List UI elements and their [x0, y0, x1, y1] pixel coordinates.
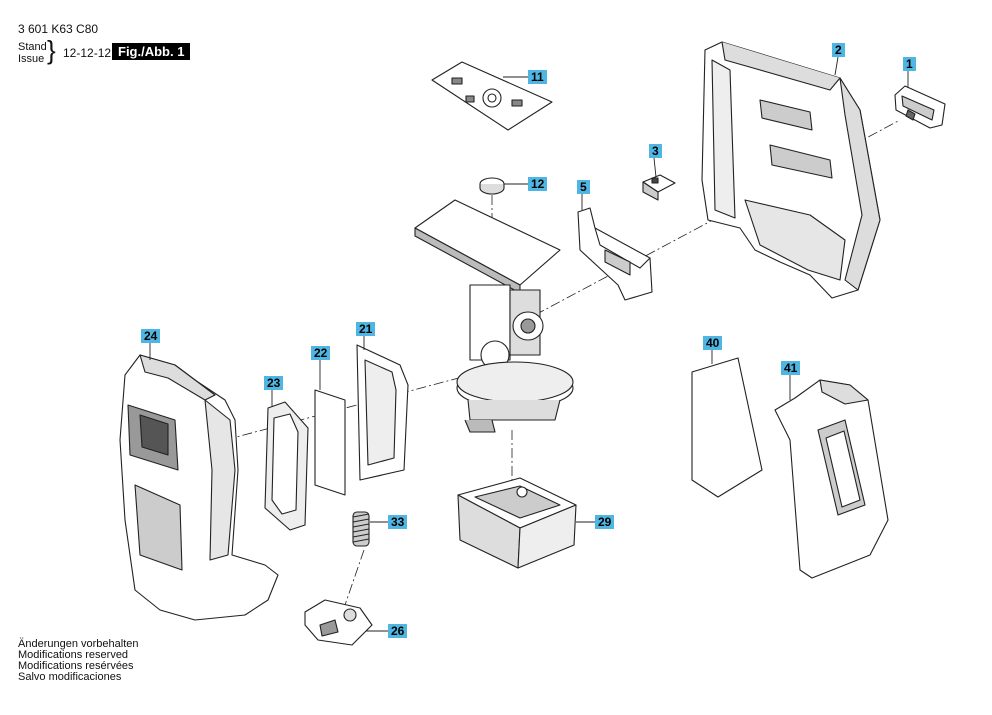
- keypad-foil-symbol-2: [511, 99, 523, 107]
- spring-coil-3: [352, 523, 370, 528]
- switch-drawing: [642, 174, 676, 201]
- part-label-2[interactable]: 2: [832, 43, 845, 57]
- part-label-29[interactable]: 29: [595, 515, 615, 529]
- part-label-21[interactable]: 21: [356, 322, 376, 336]
- battery-latch-outline: [304, 599, 373, 646]
- rubber-cap-recess: [901, 95, 935, 121]
- base-frame-post: [516, 486, 528, 498]
- rear-housing-rim: [721, 41, 841, 91]
- rear-housing-wall: [711, 59, 736, 219]
- leader-lines: [149, 56, 909, 632]
- spring-coil-4: [352, 528, 370, 533]
- label-sheet-drawing: [691, 357, 763, 498]
- rubber-cap-drawing: [894, 85, 946, 129]
- keypad-foil-symbol-3: [465, 95, 475, 103]
- base-frame-right: [517, 504, 577, 569]
- button-cell-drawing: [479, 177, 505, 195]
- spring-coils: [352, 513, 370, 543]
- rear-housing-side: [839, 77, 881, 291]
- part-label-5[interactable]: 5: [577, 180, 590, 194]
- issue-date: 12-12-12: [63, 46, 112, 60]
- battery-latch-knob: [343, 608, 357, 622]
- axis-line-lower: [224, 374, 471, 441]
- keypad-foil-drawing: [431, 61, 553, 131]
- part-label-1[interactable]: 1: [903, 57, 916, 71]
- axis-line-spring: [344, 549, 365, 606]
- part-label-24[interactable]: 24: [141, 329, 161, 343]
- contact-holder-window: [604, 249, 631, 276]
- part-label-22[interactable]: 22: [311, 346, 331, 360]
- brace-glyph: }: [47, 35, 56, 65]
- base-frame-drawing: [457, 477, 577, 569]
- note-english: Modifications reserved: [18, 649, 129, 661]
- contact-holder-inner: [594, 227, 651, 269]
- rubber-cap-stem: [905, 109, 916, 121]
- keypad-foil-symbol-1: [451, 77, 463, 85]
- part-label-11[interactable]: 11: [528, 70, 547, 84]
- note-spanish: Salvo modificaciones: [18, 671, 122, 683]
- note-german: Änderungen vorbehalten: [18, 638, 139, 650]
- laser-module-foot: [464, 419, 496, 433]
- switch-slider: [651, 177, 659, 184]
- battery-latch-tab: [319, 619, 339, 637]
- part-label-40[interactable]: 40: [703, 336, 723, 350]
- battery-cover-drawing: [774, 379, 889, 579]
- front-housing-drawing: [119, 354, 279, 621]
- glass-pane-outline: [314, 389, 346, 496]
- part-label-41[interactable]: 41: [781, 361, 801, 375]
- switch-front: [642, 181, 659, 201]
- button-cell-side: [479, 184, 505, 195]
- rear-housing-floor: [744, 199, 846, 281]
- spring-coil-1: [352, 513, 370, 518]
- modification-notes: Änderungen vorbehalten Modifications res…: [18, 639, 138, 683]
- laser-module-turntable-rim: [456, 361, 574, 403]
- spring-drawing: [352, 511, 370, 547]
- base-frame-cavity: [474, 485, 561, 519]
- window-frame-drawing: [356, 344, 409, 481]
- laser-module-lens-inner: [520, 318, 536, 334]
- note-french: Modifications resérvées: [18, 660, 134, 672]
- stand-issue-labels: Stand Issue: [18, 41, 47, 65]
- seal-frame-inner: [271, 413, 299, 515]
- spring-coil-2: [352, 518, 370, 523]
- battery-latch-drawing: [304, 599, 373, 646]
- battery-cover-rim: [819, 379, 869, 405]
- battery-contact-holder-drawing: [577, 207, 653, 301]
- rear-housing-rib-1: [759, 99, 813, 131]
- issue-label: Issue: [18, 53, 45, 65]
- glass-pane-drawing: [314, 389, 346, 496]
- label-sheet-outline: [691, 357, 763, 498]
- spring-coil-5: [352, 533, 370, 538]
- window-frame-inner: [364, 359, 397, 466]
- leader-2: [834, 56, 839, 76]
- front-housing-grip: [134, 484, 183, 571]
- part-label-26[interactable]: 26: [388, 624, 408, 638]
- stand-label: Stand: [18, 41, 47, 53]
- part-label-12[interactable]: 12: [528, 177, 548, 191]
- front-housing-top-rim: [139, 354, 216, 401]
- figure-label: Fig./Abb. 1: [112, 43, 191, 60]
- keypad-foil-button-inner: [487, 93, 497, 103]
- seal-frame-drawing: [264, 401, 309, 531]
- leader-3: [653, 157, 657, 178]
- laser-module-base: [467, 399, 561, 421]
- spring-coil-6: [352, 538, 370, 543]
- battery-cover-recess-inner: [825, 430, 861, 508]
- part-code: 3 601 K63 C80: [18, 22, 99, 36]
- part-label-3[interactable]: 3: [649, 144, 662, 158]
- part-label-33[interactable]: 33: [388, 515, 408, 529]
- front-housing-window-inner: [139, 414, 169, 456]
- laser-module-drawing: [414, 199, 574, 433]
- part-label-23[interactable]: 23: [264, 376, 284, 390]
- front-housing-side: [204, 399, 236, 561]
- rear-housing-rib-2: [769, 144, 833, 179]
- rear-housing-drawing: [701, 41, 881, 299]
